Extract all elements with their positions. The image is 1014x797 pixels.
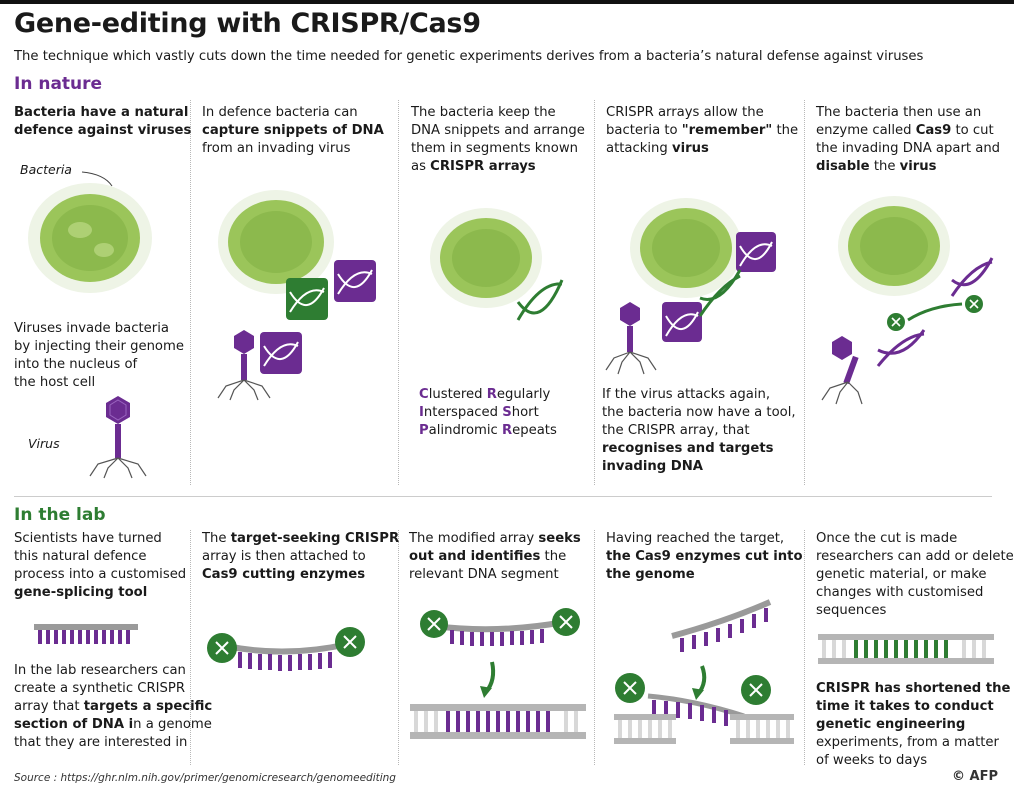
remember-virus-illustration: [605, 198, 776, 375]
capture-dna-illustration: [217, 190, 376, 401]
edited-dna-strand: [818, 634, 994, 664]
section-divider: [14, 496, 992, 497]
crispr-cas9-complex: [207, 627, 365, 671]
page-subtitle: The technique which vastly cuts down the…: [14, 49, 924, 64]
lab-step5-bottom-text: CRISPR has shortened the time it takes t…: [816, 681, 1011, 768]
top-rule: [0, 0, 1014, 4]
synthetic-crispr-array: [34, 624, 138, 644]
dna-snippet-purple: [260, 332, 302, 374]
virus-icon: [89, 396, 147, 479]
nature-step4-text: CRISPR arrays allow the bacteria to "rem…: [606, 105, 799, 156]
page-title: Gene-editing with CRISPR/Cas9: [14, 8, 481, 39]
lab-step4-text: Having reached the target, the Cas9 enzy…: [606, 531, 803, 582]
column-separator: [398, 100, 399, 485]
cas9-cut-illustration: [614, 599, 794, 744]
lab-step1-bottom-text: In the lab researchers can create a synt…: [14, 663, 213, 750]
nature-step4-bottom-text: If the virus attacks again, the bacteria…: [602, 387, 796, 474]
column-separator: [594, 530, 595, 765]
bacteria-label: Bacteria: [20, 162, 72, 177]
seek-target-illustration: [410, 608, 586, 739]
source-note: Source : https://ghr.nlm.nih.gov/primer/…: [14, 772, 396, 784]
section-heading-nature: In nature: [14, 74, 103, 94]
column-separator: [190, 100, 191, 485]
column-separator: [804, 100, 805, 485]
cas9-disable-illustration: [821, 196, 994, 405]
crispr-acronym: Clustered Regularly Interspaced Short Pa…: [419, 387, 557, 438]
column-separator: [398, 530, 399, 765]
section-heading-lab: In the lab: [14, 505, 106, 525]
column-separator: [804, 530, 805, 765]
lab-step2-text: The target-seeking CRISPR array is then …: [202, 531, 400, 582]
dna-snippet-purple: [334, 260, 376, 302]
bacteria-illustration: [28, 171, 152, 293]
nature-step2-text: In defence bacteria can capture snippets…: [202, 105, 384, 156]
dna-snippet-green: [286, 278, 328, 320]
column-separator: [190, 530, 191, 765]
column-separator: [594, 100, 595, 485]
lab-step3-text: The modified array seeks out and identif…: [409, 531, 581, 582]
crispr-array-illustration: [430, 208, 564, 321]
bacterium-icon: [28, 183, 152, 293]
afp-credit: © AFP: [952, 769, 998, 784]
virus-label: Virus: [28, 436, 60, 451]
lab-step1-text: Scientists have turned this natural defe…: [14, 531, 187, 600]
nature-step3-text: The bacteria keep the DNA snippets and a…: [411, 105, 585, 174]
lab-step5-text: Once the cut is made researchers can add…: [816, 531, 1014, 618]
nature-step5-text: The bacteria then use an enzyme called C…: [816, 105, 1001, 174]
